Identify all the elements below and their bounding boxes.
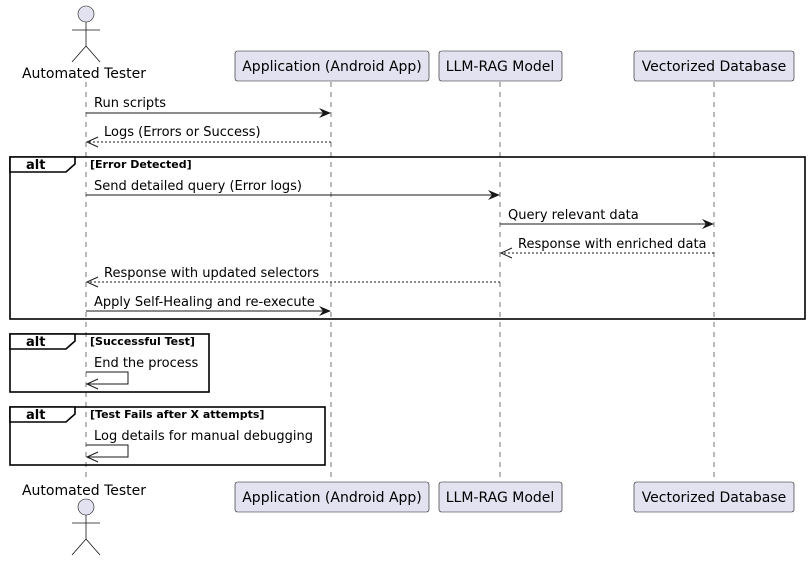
fragment-error-operator: alt xyxy=(26,158,45,173)
actor-tester-top-label: Automated Tester xyxy=(22,66,146,82)
message-log-details-label: Log details for manual debugging xyxy=(94,429,313,444)
message-end-process: End the process xyxy=(85,356,198,390)
fragment-fails-guard: [Test Fails after X attempts] xyxy=(90,408,264,421)
participant-llm-bottom: LLM-RAG Model xyxy=(438,481,563,513)
actor-tester-bottom-label: Automated Tester xyxy=(22,483,146,499)
participant-db-top-label: Vectorized Database xyxy=(642,59,787,75)
message-response-selectors-label: Response with updated selectors xyxy=(104,266,319,281)
fragment-fails-operator: alt xyxy=(26,408,45,423)
participant-llm-top-label: LLM-RAG Model xyxy=(446,59,555,75)
message-log-details: Log details for manual debugging xyxy=(85,429,313,463)
fragment-success-operator: alt xyxy=(26,335,45,350)
message-logs: Logs (Errors or Success) xyxy=(85,125,331,148)
participant-llm-top: LLM-RAG Model xyxy=(438,50,563,82)
fragment-alt-successful-test: alt [Successful Test] xyxy=(9,333,210,393)
fragment-error-guard: [Error Detected] xyxy=(90,158,192,171)
message-query-relevant-label: Query relevant data xyxy=(508,208,639,223)
actor-tester-top: Automated Tester xyxy=(22,5,146,82)
message-send-query: Send detailed query (Error logs) xyxy=(86,179,500,200)
message-logs-label: Logs (Errors or Success) xyxy=(104,125,261,140)
participant-app-bottom-label: Application (Android App) xyxy=(242,490,422,506)
message-apply-self-healing: Apply Self-Healing and re-execute xyxy=(86,295,331,316)
fragment-success-guard: [Successful Test] xyxy=(90,335,195,348)
fragment-alt-error-detected: alt [Error Detected] xyxy=(9,156,806,320)
message-apply-self-healing-label: Apply Self-Healing and re-execute xyxy=(94,295,315,310)
participant-app-bottom: Application (Android App) xyxy=(234,481,430,513)
participant-app-top-label: Application (Android App) xyxy=(242,59,422,75)
fragment-alt-test-fails: alt [Test Fails after X attempts] xyxy=(9,406,326,466)
actor-tester-bottom: Automated Tester xyxy=(22,483,146,556)
message-response-enriched-label: Response with enriched data xyxy=(518,237,707,252)
participant-db-bottom: Vectorized Database xyxy=(633,481,795,513)
message-send-query-label: Send detailed query (Error logs) xyxy=(94,179,302,194)
participant-db-top: Vectorized Database xyxy=(633,50,795,82)
message-query-relevant: Query relevant data xyxy=(500,208,714,229)
message-response-enriched: Response with enriched data xyxy=(499,237,714,259)
participant-db-bottom-label: Vectorized Database xyxy=(642,490,787,506)
message-run-scripts: Run scripts xyxy=(86,96,331,118)
message-response-selectors: Response with updated selectors xyxy=(85,266,500,288)
message-run-scripts-label: Run scripts xyxy=(94,96,166,111)
participant-llm-bottom-label: LLM-RAG Model xyxy=(446,490,555,506)
message-end-process-label: End the process xyxy=(94,356,198,371)
participant-app-top: Application (Android App) xyxy=(234,50,430,82)
